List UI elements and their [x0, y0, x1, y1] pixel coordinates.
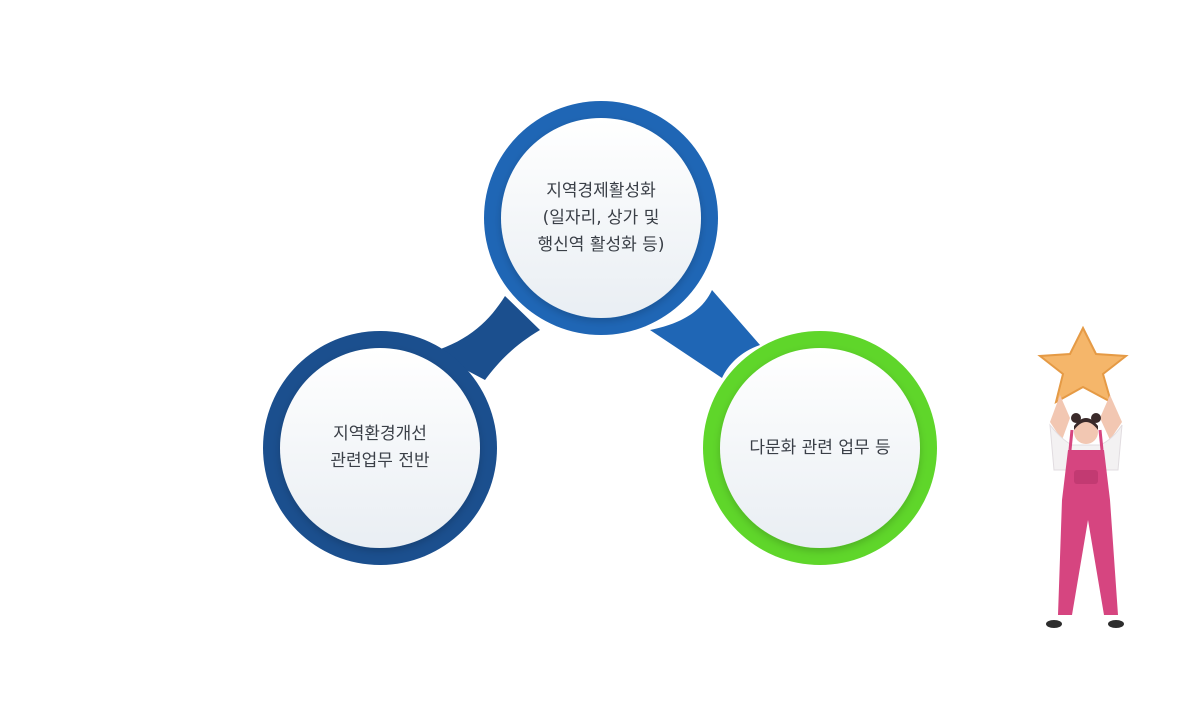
node-environment-line-2: 관련업무 전반	[330, 451, 430, 471]
shoe-right	[1108, 620, 1124, 628]
connector-environment-economy	[432, 296, 540, 380]
node-environment-inner	[280, 348, 480, 548]
node-multicultural-line-1: 다문화 관련 업무 등	[749, 437, 891, 458]
node-multicultural-inner	[720, 348, 920, 548]
head	[1074, 420, 1098, 444]
hair-bun-left	[1071, 413, 1081, 423]
star-icon	[1037, 325, 1129, 404]
connector-left	[432, 296, 540, 380]
node-economy-line-2: (일자리, 상가 및	[542, 207, 660, 228]
overalls-pocket	[1074, 470, 1098, 484]
hair	[1074, 418, 1098, 430]
hair-bun-right	[1091, 413, 1101, 423]
woman-holding-star-illustration	[1037, 325, 1129, 628]
left-arm	[1050, 395, 1070, 440]
overalls	[1058, 450, 1118, 615]
node-economy	[484, 101, 718, 335]
node-multicultural-text: 다문화 관련 업무 등	[720, 425, 920, 471]
node-environment	[263, 331, 497, 565]
right-arm	[1100, 395, 1122, 440]
connector-right	[650, 290, 760, 378]
node-environment-line-1: 지역환경개선	[333, 424, 427, 444]
connector-economy-multicultural	[650, 290, 760, 378]
node-environment-text: 지역환경개선 관련업무 전반	[290, 410, 470, 486]
node-economy-inner	[501, 118, 701, 318]
node-economy-line-3: 행신역 활성화 등)	[537, 234, 665, 255]
node-economy-text: 지역경제활성화 (일자리, 상가 및 행신역 활성화 등)	[511, 168, 691, 268]
node-economy-line-1: 지역경제활성화	[546, 180, 656, 201]
node-multicultural	[703, 331, 937, 565]
shoe-left	[1046, 620, 1062, 628]
